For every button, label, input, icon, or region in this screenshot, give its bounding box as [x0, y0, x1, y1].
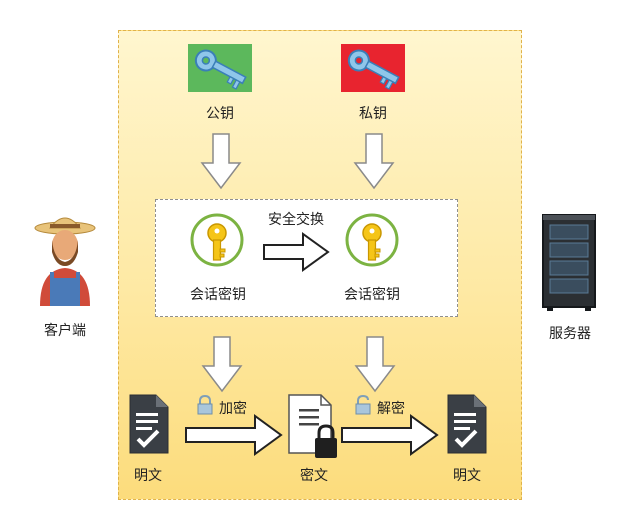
- down-arrow-icon: [354, 336, 396, 393]
- down-arrow-icon: [353, 133, 395, 190]
- session-key-icon: [190, 213, 244, 267]
- session-key-icon: [345, 213, 399, 267]
- down-arrow-icon: [200, 133, 242, 190]
- private-key-label: 私钥: [359, 106, 387, 122]
- public-key-icon: [188, 44, 252, 92]
- right-arrow-icon: [263, 232, 330, 272]
- encrypt-label: 加密: [219, 401, 247, 417]
- public-key-label: 公钥: [206, 106, 234, 122]
- private-key-icon: [341, 44, 405, 92]
- server-rack-icon: [542, 214, 596, 311]
- exchange-label: 安全交换: [268, 212, 324, 228]
- client-farmer-icon: [34, 217, 96, 306]
- session-key-left-label: 会话密钥: [190, 287, 246, 303]
- unlock-icon: [355, 394, 371, 415]
- ciphertext-document-icon: [288, 394, 337, 458]
- ciphertext-label: 密文: [300, 468, 328, 484]
- right-arrow-icon: [341, 414, 439, 456]
- down-arrow-icon: [201, 336, 243, 393]
- right-arrow-icon: [185, 414, 283, 456]
- plaintext-right-label: 明文: [453, 468, 481, 484]
- session-key-right-label: 会话密钥: [344, 287, 400, 303]
- client-label: 客户端: [44, 323, 86, 339]
- plaintext-left-label: 明文: [134, 468, 162, 484]
- plaintext-document-icon: [447, 394, 487, 454]
- server-label: 服务器: [549, 326, 591, 342]
- decrypt-label: 解密: [377, 401, 405, 417]
- lock-icon: [197, 394, 213, 415]
- plaintext-document-icon: [129, 394, 169, 454]
